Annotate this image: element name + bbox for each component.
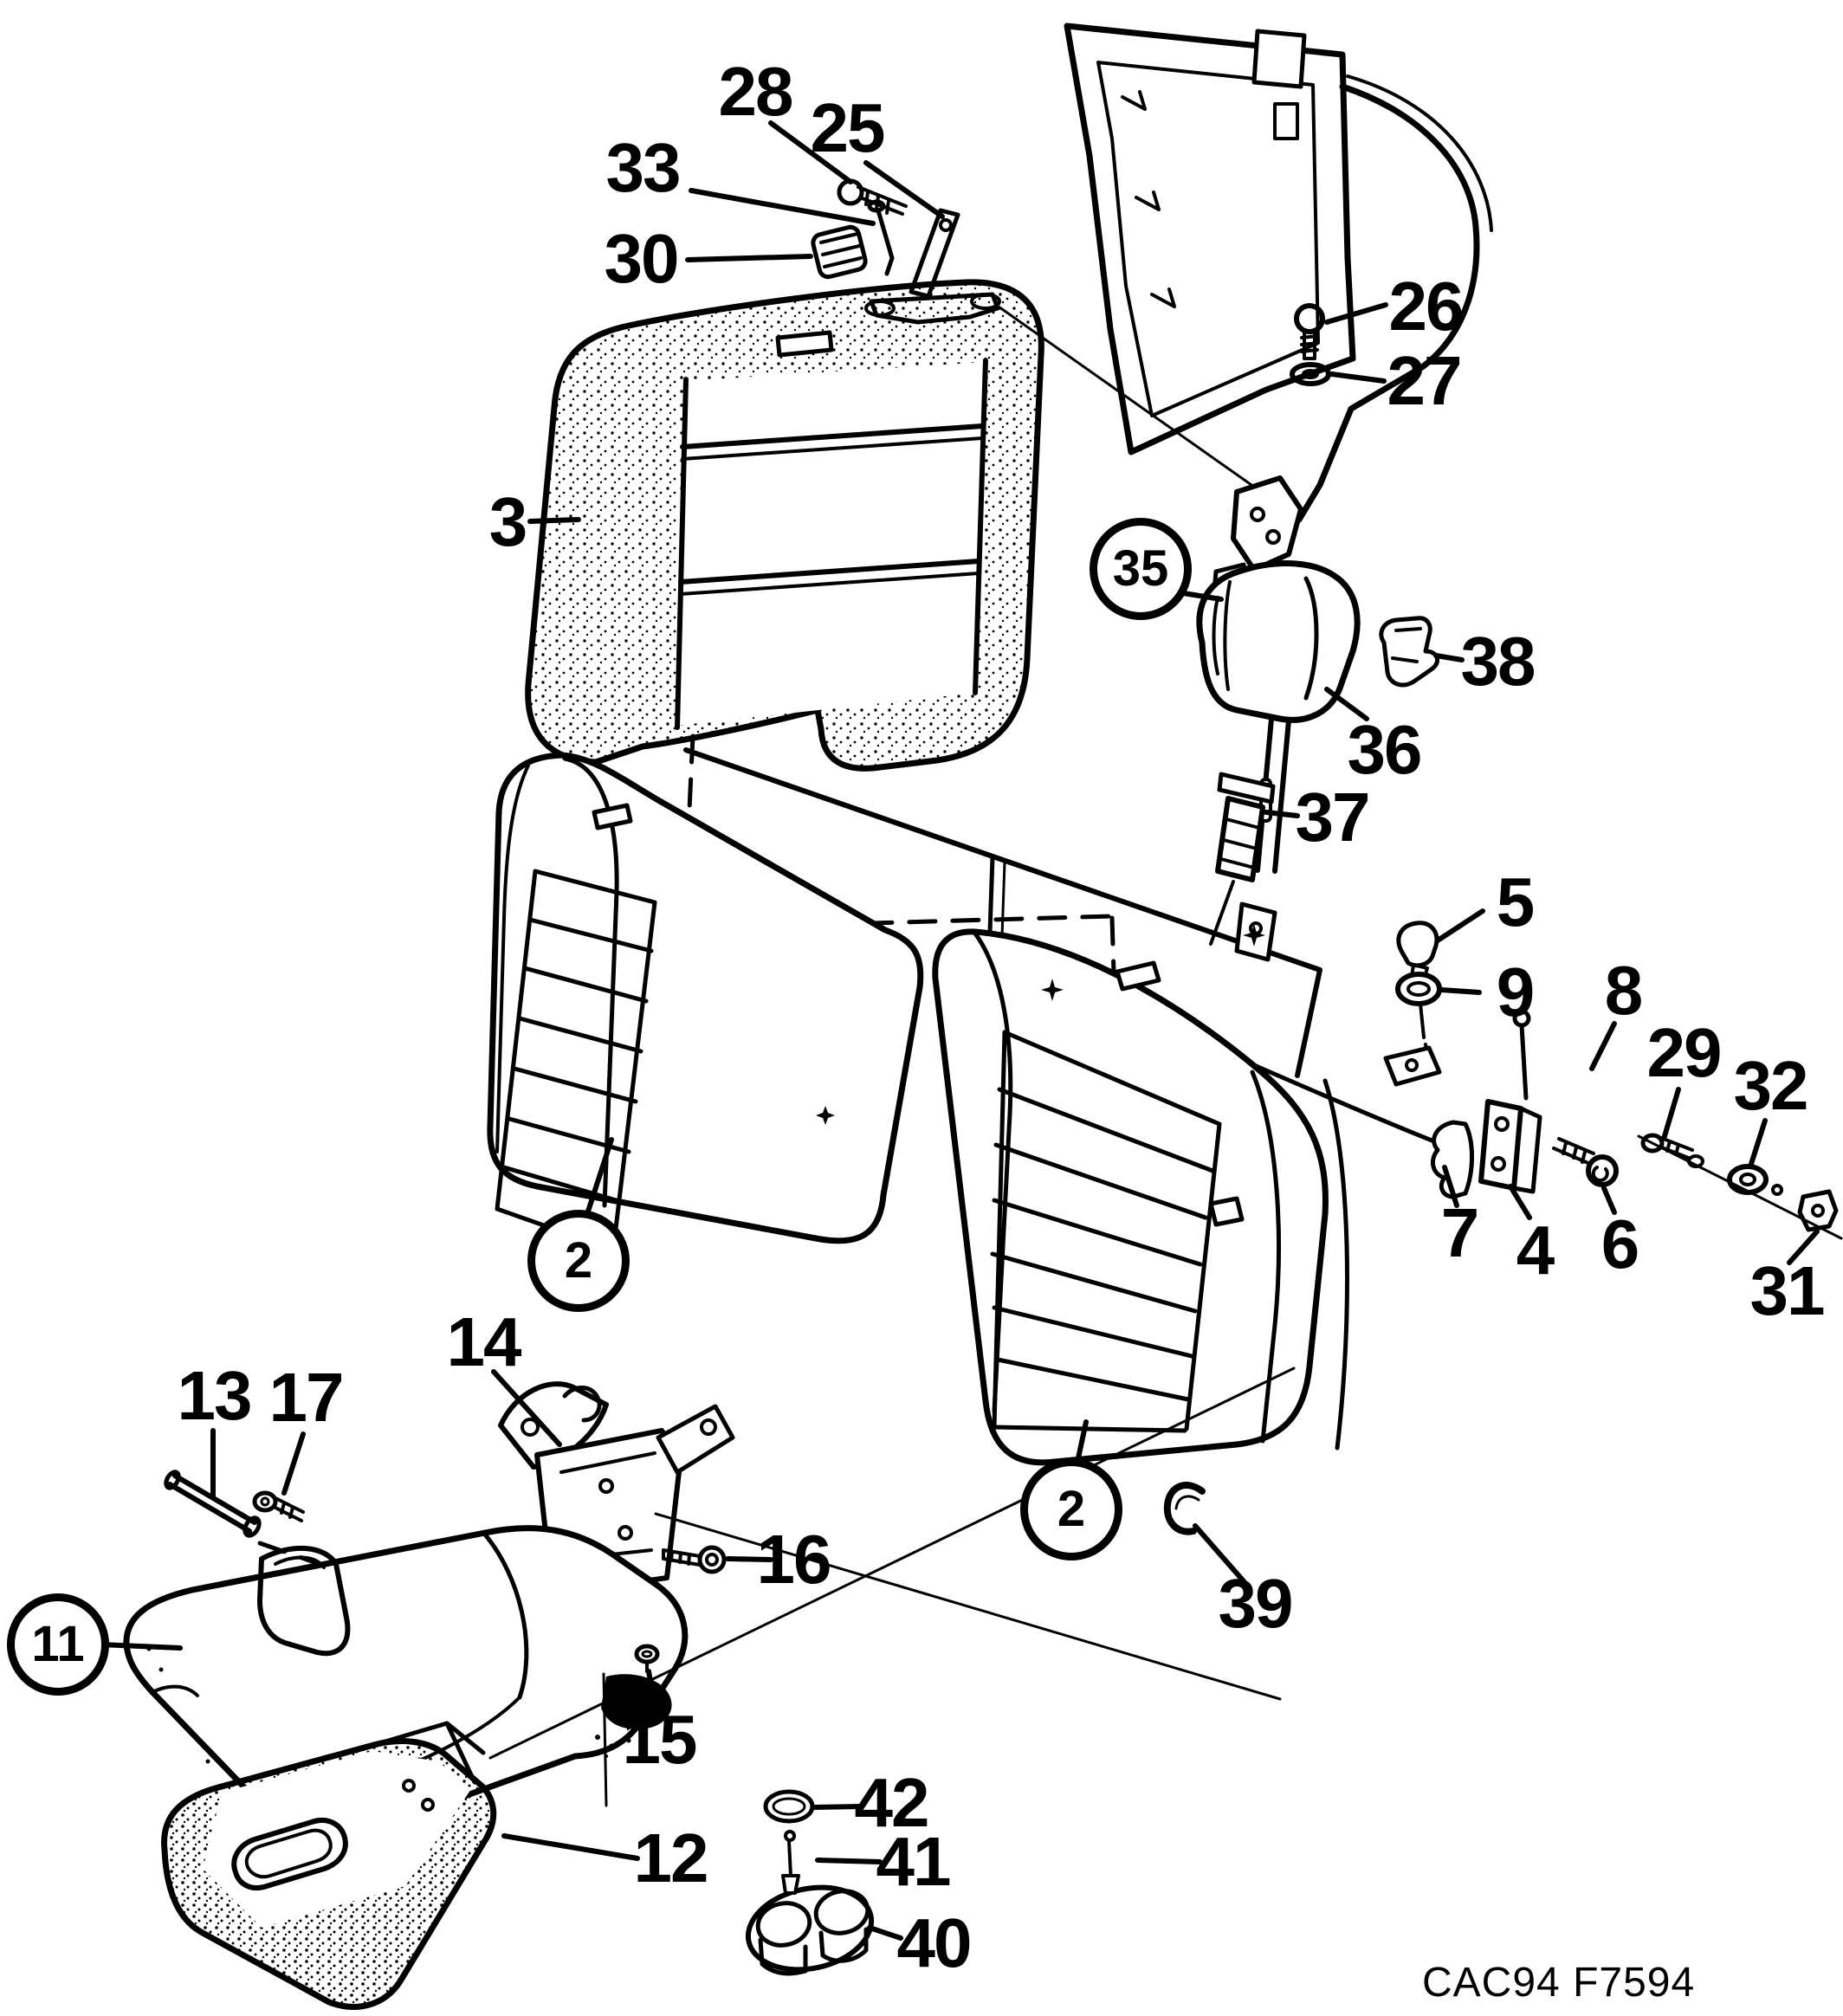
leader-line-33: [689, 188, 876, 226]
leader-line-41: [815, 1858, 883, 1864]
washer-27: [1290, 362, 1331, 386]
backrest-foam-pad: [525, 279, 1044, 772]
screw-26: [1294, 303, 1325, 360]
leader-line-27: [1329, 372, 1387, 384]
leader-line-25: [863, 160, 945, 219]
leader-line-38: [1433, 653, 1465, 662]
leader-line-30: [685, 254, 813, 262]
leader-line-6: [1601, 1186, 1617, 1215]
back-panel-board: [1064, 23, 1493, 643]
seatback-right-group: [932, 928, 1437, 1466]
latch-hardware-group: [1383, 921, 1843, 1240]
leader-line-2-left: [583, 1137, 614, 1222]
leader-line-36: [1324, 687, 1369, 721]
leader-line-8: [1589, 1021, 1617, 1071]
leader-line-26: [1324, 302, 1388, 325]
seat-pan: [161, 1721, 497, 2010]
leader-line-39: [1193, 1523, 1246, 1584]
hook-39: [1163, 1482, 1206, 1535]
armrest-cushion: [123, 1525, 689, 1826]
leader-line-7: [1442, 1165, 1459, 1208]
sparkle-marks: [816, 924, 1265, 1125]
leader-line-28: [768, 120, 853, 184]
leader-line-11: [98, 1642, 183, 1651]
leader-line-5: [1435, 908, 1485, 943]
leader-line-9: [1439, 987, 1482, 995]
screw-17: [252, 1490, 305, 1522]
leader-line-3: [527, 517, 581, 524]
figure-code: CAC94 F7594: [1422, 1960, 1696, 2006]
cup-holder-group: [745, 1789, 875, 1976]
leader-line-42: [812, 1804, 863, 1810]
leader-line-40: [867, 1925, 903, 1941]
leader-line-14: [491, 1369, 562, 1447]
leader-line-12: [501, 1833, 640, 1861]
torsion-rod-13: [164, 1470, 262, 1538]
construction-lines: [488, 1367, 1296, 1807]
leader-line-32: [1749, 1118, 1768, 1166]
leader-line-4: [1508, 1184, 1532, 1220]
headrest-group: [1196, 560, 1440, 946]
leader-line-15: [646, 1669, 658, 1714]
leader-line-29: [1662, 1087, 1681, 1139]
callout-leader-lines: [98, 120, 1820, 1941]
leader-line-16: [725, 1556, 773, 1562]
leader-line-17: [281, 1431, 306, 1496]
leader-line-31: [1787, 1229, 1820, 1265]
screw-16: [662, 1545, 727, 1574]
leader-line-37: [1264, 810, 1300, 818]
